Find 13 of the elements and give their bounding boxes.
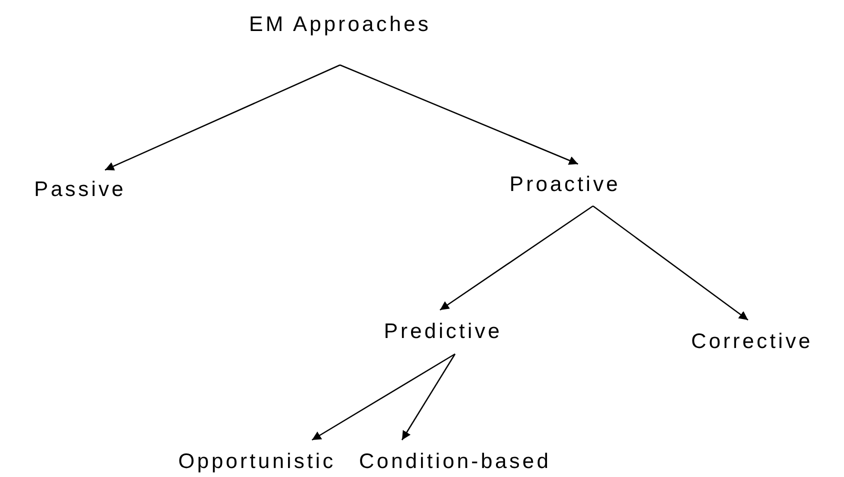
- node-label: Proactive: [510, 173, 620, 197]
- node-label: Opportunistic: [178, 450, 336, 474]
- node-label: Passive: [34, 178, 126, 202]
- arrow: [592, 205, 748, 321]
- node-label: Condition-based: [359, 450, 551, 474]
- arrow: [401, 354, 456, 440]
- node-label: EM Approaches: [248, 13, 432, 37]
- arrow: [312, 353, 456, 441]
- arrow: [104, 64, 340, 171]
- arrow: [340, 64, 578, 165]
- node-label: Predictive: [384, 320, 502, 344]
- arrow: [440, 205, 594, 311]
- node-label: Corrective: [691, 330, 813, 354]
